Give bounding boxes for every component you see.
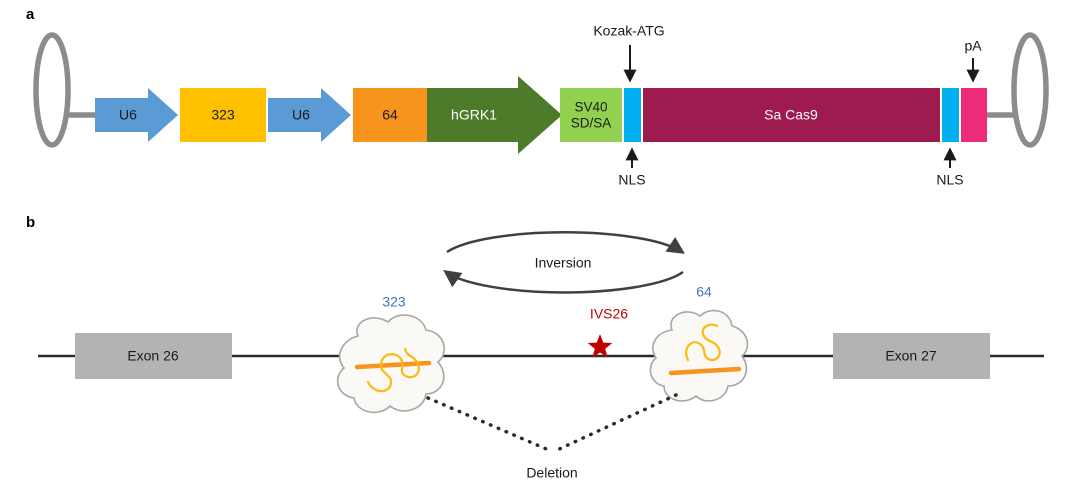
guide-64-label: 64 [696,283,712,300]
u6-promoter-label-2: U6 [292,106,310,123]
u6-promoter-label-1: U6 [119,106,137,123]
cas9-blob-right [649,309,749,402]
sv40-sdsa-label: SV40 SD/SA [570,99,612,130]
pa-label: pA [964,37,982,54]
nls-block-left [624,88,641,142]
panel-a-label: a [26,6,35,23]
itr-right-hairpin-icon [1011,32,1049,148]
inversion-label: Inversion [534,254,592,271]
hgrk1-label: hGRK1 [451,106,497,123]
grna-323-block [180,88,266,142]
deletion-dotted-line-left [426,396,553,453]
panel-b-label: b [26,214,36,231]
mutation-star-icon [587,334,613,358]
grna-64-block [353,88,427,142]
u6-promoter-arrow-1 [95,88,178,142]
hgrk1-promoter-arrow [427,76,562,154]
sacas9-label: Sa Cas9 [764,106,818,123]
sacas9-block [643,88,940,142]
exon26-block [75,333,232,379]
nls-left-label: NLS [618,171,646,188]
deletion-label: Deletion [526,464,578,481]
target-dna-right [668,366,742,376]
kozak-atg-label: Kozak-ATG [593,22,665,39]
deletion-dotted-line-right [553,393,678,453]
u6-promoter-arrow-2 [268,88,351,142]
exon27-label: Exon 27 [885,347,937,364]
guide-323-label: 323 [382,293,406,310]
grna-64-label: 64 [382,106,398,123]
sv40-sdsa-block [560,88,622,142]
ivs26-mutation-label: IVS26 [589,305,629,322]
inversion-arc-bottom [443,269,684,294]
itr-left-hairpin-icon [33,32,71,148]
grna-323-label: 323 [211,106,235,123]
grna-squiggle-left [366,347,420,393]
nls-right-label: NLS [936,171,964,188]
nls-block-right [942,88,959,142]
grna-squiggle-right [685,323,721,362]
pa-block [961,88,987,142]
inversion-arc-top [446,231,685,254]
exon27-block [833,333,990,379]
exon26-label: Exon 26 [127,347,179,364]
